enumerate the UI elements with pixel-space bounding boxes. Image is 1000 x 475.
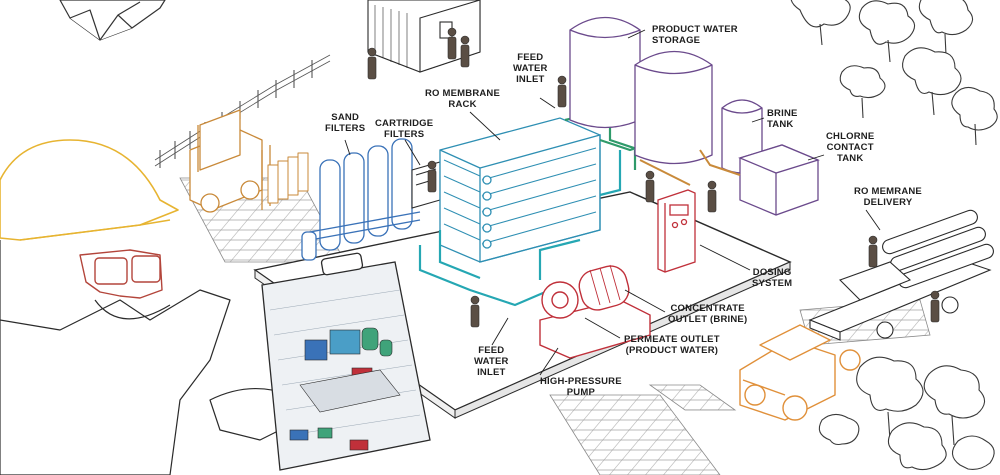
trees-top-right [790, 0, 998, 146]
label-line: PUMP [566, 387, 596, 398]
label-line: INLET [477, 367, 506, 378]
storage-pipes [639, 149, 741, 186]
forklift [189, 109, 309, 213]
label-concentrate-outlet: CONCENTRATE OUTLET (BRINE) [668, 303, 747, 325]
label-ro-membrane-rack: RO MEMBRANE RACK [425, 88, 500, 110]
label-chlorine-contact-tank: CHLORNE CONTACT TANK [826, 131, 874, 164]
label-line: CONCENTRATE [670, 303, 745, 314]
label-line: (PRODUCT WATER) [625, 345, 719, 356]
label-line: WATER [513, 63, 548, 74]
label-line: INLET [516, 74, 545, 85]
label-line: BRINE [767, 108, 798, 119]
ro-membrane-rack [439, 117, 601, 263]
label-line: SYSTEM [752, 278, 793, 289]
label-line: PERMEATE OUTLET [624, 334, 720, 345]
label-line: RACK [448, 99, 477, 110]
delivery-truck [739, 324, 861, 421]
label-feed-water-inlet-bottom: FEED WATER INLET [474, 345, 509, 378]
label-line: CONTACT [826, 142, 874, 153]
label-sand-filters: SAND FILTERS [325, 112, 365, 134]
label-line: CARTRIDGE [375, 118, 434, 129]
label-line: DELIVERY [863, 197, 913, 208]
label-line: SAND [331, 112, 359, 123]
rock-formation [59, 0, 166, 41]
label-high-pressure-pump: HIGH-PRESSURE PUMP [540, 376, 622, 398]
label-line: STORAGE [652, 35, 701, 46]
label-product-water-storage: PRODUCT WATER STORAGE [652, 24, 738, 46]
label-line: FILTERS [325, 123, 366, 134]
membrane-delivery-trailer [808, 209, 994, 341]
chlorine-contact-tank [738, 144, 820, 216]
label-feed-water-inlet-top: FEED WATER INLET [513, 52, 548, 85]
label-line: WATER [474, 356, 509, 367]
label-brine-tank: BRINE TANK [767, 108, 798, 130]
trees-bottom-right [818, 356, 995, 471]
label-line: FILTERS [384, 129, 425, 140]
label-dosing-system: DOSING SYSTEM [752, 267, 792, 289]
label-line: TANK [767, 119, 794, 130]
label-line: RO MEMRANE [854, 186, 922, 197]
label-line: HIGH-PRESSURE [540, 376, 622, 387]
label-line: PRODUCT WATER [652, 24, 738, 35]
label-permeate-outlet: PERMEATE OUTLET (PRODUCT WATER) [624, 334, 720, 356]
label-line: OUTLET (BRINE) [668, 314, 748, 325]
label-ro-membrane-delivery: RO MEMRANE DELIVERY [854, 186, 922, 208]
sand-filters [301, 138, 421, 261]
product-water-storage-tanks [569, 17, 713, 165]
high-pressure-pump [539, 264, 651, 359]
label-line: FEED [478, 345, 505, 356]
clipboard-plan [261, 252, 431, 471]
feed-pipes [418, 150, 622, 307]
label-line: FEED [517, 52, 544, 63]
leader-lines [344, 29, 881, 376]
label-line: RO MEMBRANE [425, 88, 501, 99]
workers [367, 27, 940, 328]
label-line: DOSING [752, 267, 792, 278]
label-line: CHLORNE [826, 131, 875, 142]
dosing-system [657, 189, 696, 273]
label-cartridge-filters: CARTRIDGE FILTERS [375, 118, 433, 140]
label-line: TANK [836, 153, 864, 164]
